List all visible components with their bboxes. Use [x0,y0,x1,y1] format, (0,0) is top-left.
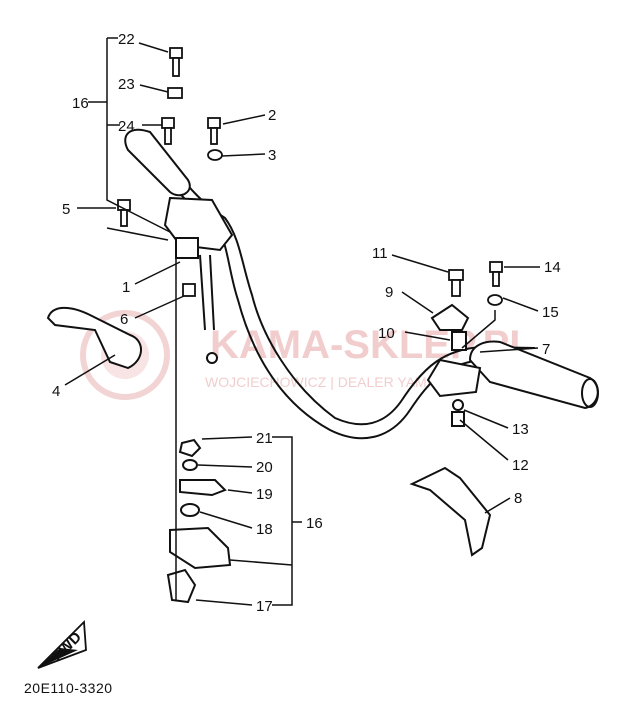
callout-labels: 22 23 16 24 2 3 5 1 6 4 11 14 9 15 10 7 … [52,31,561,615]
right-assembly [409,303,492,557]
callout-23: 23 [118,76,135,93]
watermark-sub: WOJCIECHOWICZ | DEALER YAMAHA [205,374,456,390]
callout-3: 3 [268,147,276,164]
callout-24: 24 [118,118,135,135]
callout-10: 10 [378,325,395,342]
left-lever [46,306,142,370]
callout-13: 13 [512,421,529,438]
fwd-arrow-icon: FWD [37,619,87,669]
callout-16-top: 16 [72,95,89,112]
callout-12: 12 [512,457,529,474]
callout-5: 5 [62,201,70,218]
handlebar [124,128,599,440]
callout-14: 14 [544,259,561,276]
callout-18: 18 [256,521,273,538]
callout-1: 1 [122,279,130,296]
callout-16-bottom: 16 [306,515,323,532]
callout-17: 17 [256,598,273,615]
callout-7: 7 [542,341,550,358]
lower-switch-assembly [166,438,232,604]
callout-19: 19 [256,486,273,503]
callout-2: 2 [268,107,276,124]
callout-22: 22 [118,31,135,48]
leader-lines [64,37,540,606]
figure-code: 20E110-3320 [24,680,113,696]
callout-8: 8 [514,490,522,507]
callout-20: 20 [256,459,273,476]
callout-9: 9 [385,284,393,301]
fasteners [117,47,503,306]
callout-4: 4 [52,383,60,400]
callout-6: 6 [120,311,128,328]
callout-21: 21 [256,430,273,447]
callout-15: 15 [542,304,559,321]
callout-11: 11 [372,245,388,262]
